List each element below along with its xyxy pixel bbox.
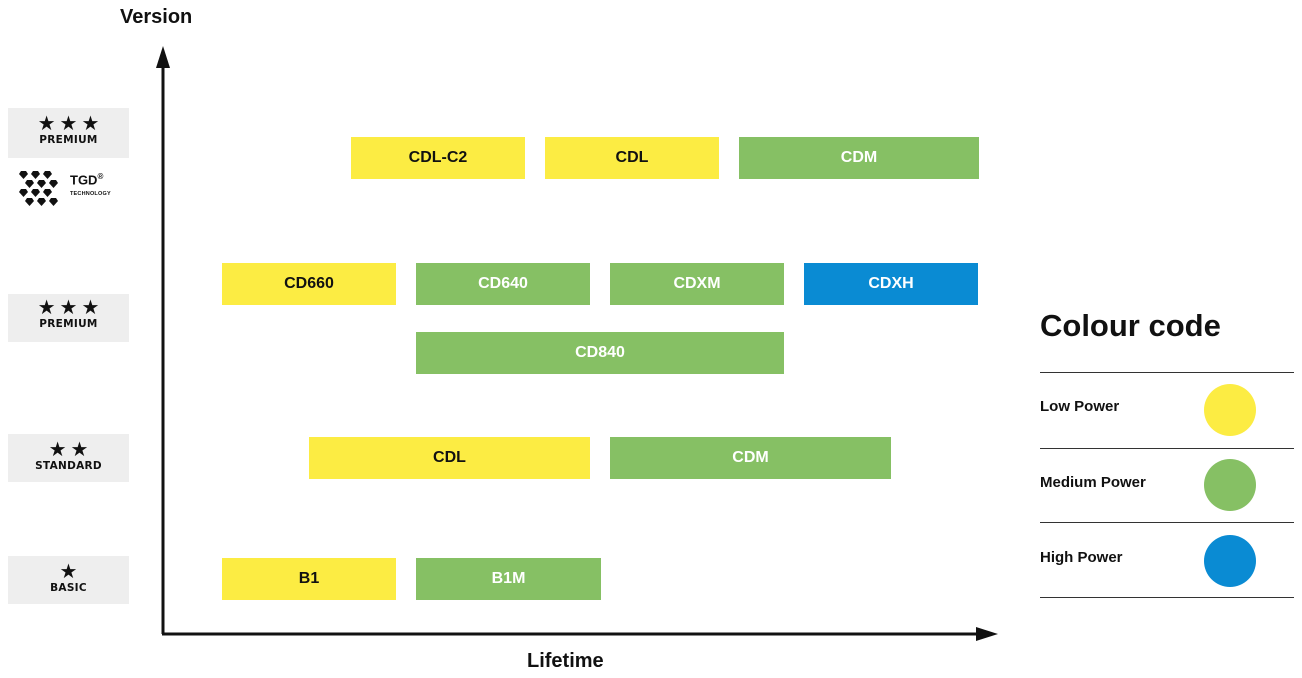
tgd-name: TGD <box>70 172 98 188</box>
tier-badge-premium: ★★★ PREMIUM <box>8 294 129 342</box>
legend-swatch-medium-power <box>1204 459 1256 511</box>
product-bar-b1: B1 <box>222 558 396 600</box>
product-bar-cdm-standard: CDM <box>610 437 891 479</box>
tier-name: STANDARD <box>35 460 102 472</box>
tgd-label: TGD® <box>70 172 103 187</box>
tier-badge-standard: ★★ STANDARD <box>8 434 129 482</box>
legend-swatch-high-power <box>1204 535 1256 587</box>
product-bar-cdl-c2: CDL-C2 <box>351 137 525 179</box>
x-axis-arrow-icon <box>976 627 998 641</box>
tier-name: PREMIUM <box>39 134 98 146</box>
legend-divider <box>1040 522 1294 523</box>
product-bar-cd640: CD640 <box>416 263 590 305</box>
legend-label-low-power: Low Power <box>1040 398 1120 415</box>
y-axis-title: Version <box>120 6 193 28</box>
product-bar-cdm-premium-tgd: CDM <box>739 137 979 179</box>
legend-swatch-low-power <box>1204 384 1256 436</box>
product-bar-cdxm: CDXM <box>610 263 784 305</box>
product-bar-cdl-premium-tgd: CDL <box>545 137 719 179</box>
product-bar-cdl-standard: CDL <box>309 437 590 479</box>
legend-divider <box>1040 372 1294 373</box>
stars-icon: ★★★ <box>37 297 104 319</box>
legend-label-high-power: High Power <box>1040 549 1123 566</box>
legend-title: Colour code <box>1040 308 1221 343</box>
legend-divider <box>1040 597 1294 598</box>
x-axis-title: Lifetime <box>527 650 604 672</box>
tier-name: PREMIUM <box>39 318 98 330</box>
registered-mark: ® <box>97 172 104 181</box>
stars-icon: ★★ <box>48 439 93 461</box>
tier-name: BASIC <box>50 582 87 594</box>
product-bar-cd840: CD840 <box>416 332 784 374</box>
product-bar-cdxh: CDXH <box>804 263 978 305</box>
product-bar-b1m: B1M <box>416 558 601 600</box>
stars-icon: ★ <box>59 561 82 583</box>
tier-badge-premium-tgd: ★★★ PREMIUM <box>8 108 129 158</box>
stars-icon: ★★★ <box>37 113 104 135</box>
product-bar-cd660: CD660 <box>222 263 396 305</box>
y-axis-arrow-icon <box>156 46 170 68</box>
tgd-technology-label: TECHNOLOGY <box>70 191 111 197</box>
tgd-diamond-logo-icon <box>19 171 58 206</box>
legend-label-medium-power: Medium Power <box>1040 474 1146 491</box>
legend-divider <box>1040 448 1294 449</box>
tier-badge-basic: ★ BASIC <box>8 556 129 604</box>
